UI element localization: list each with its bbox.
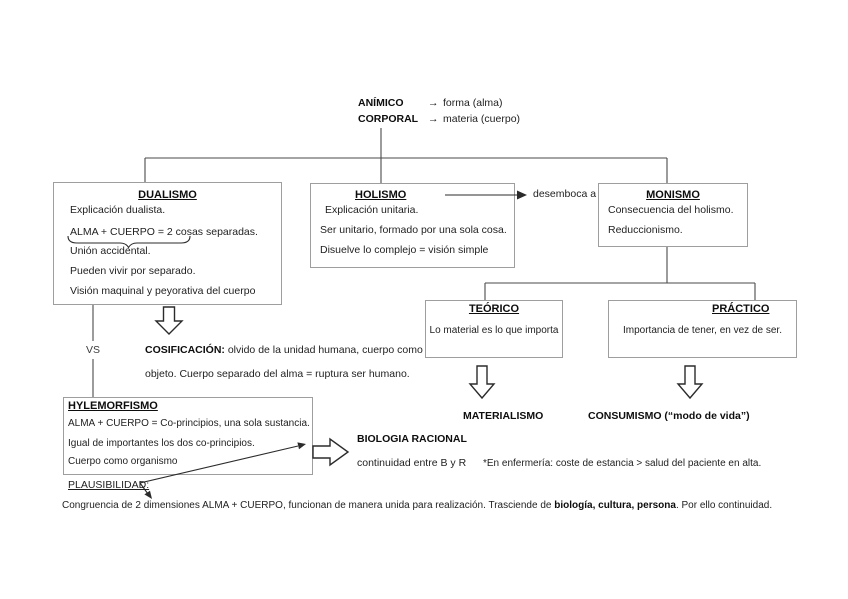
teorico-line: Lo material es lo que importa (429, 325, 559, 336)
animico-value: forma (alma) (443, 97, 503, 109)
dualismo-title: DUALISMO (138, 189, 197, 201)
conclusion-bold-terms: biología, cultura, persona (554, 500, 676, 511)
cosificacion-line: COSIFICACIÓN: olvido de la unidad humana… (145, 344, 423, 356)
hylemorfismo-line: Igual de importantes los dos co-principi… (68, 438, 255, 449)
alma-cuerpo-term: ALMA + CUERPO (70, 226, 155, 238)
consumismo-label: CONSUMISMO (“modo de vida”) (588, 410, 750, 422)
down-block-arrow-dualismo (154, 306, 184, 335)
cosificacion-label: COSIFICACIÓN: (145, 344, 225, 356)
right-block-arrow-biologia (312, 437, 350, 467)
hylemorfismo-title: HYLEMORFISMO (68, 400, 158, 412)
dualismo-line: Explicación dualista. (70, 204, 166, 216)
holismo-line: Disuelve lo complejo = visión simple (320, 244, 489, 256)
down-block-arrow-practico (676, 365, 704, 400)
desemboca-label: desemboca a (533, 188, 597, 200)
dualismo-line: Visión maquinal y peyorativa del cuerpo (70, 285, 256, 297)
enfermeria-note: *En enfermería: coste de estancia > salu… (483, 458, 762, 469)
teorico-title: TEÓRICO (468, 303, 520, 315)
holismo-title: HOLISMO (355, 189, 407, 201)
hylemorfismo-line: Cuerpo como organismo (68, 456, 178, 467)
monismo-line: Reduccionismo. (608, 224, 683, 236)
animico-label: ANÍMICO (358, 97, 404, 109)
dualismo-line: Unión accidental. (70, 245, 151, 257)
corporal-arrow-icon: → (428, 113, 439, 125)
dualismo-line: Pueden vivir por separado. (70, 265, 196, 277)
conclusion-line: Congruencia de 2 dimensiones ALMA + CUER… (62, 500, 773, 511)
animico-arrow-icon: → (428, 97, 439, 109)
monismo-title: MONISMO (646, 189, 700, 201)
cosificacion-line: objeto. Cuerpo separado del alma = ruptu… (145, 368, 410, 380)
corporal-label: CORPORAL (358, 113, 419, 125)
biologia-racional-line: continuidad entre B y R (357, 457, 467, 469)
hylemorfismo-line: ALMA + CUERPO = Co-principios, una sola … (68, 418, 310, 429)
holismo-line: Explicación unitaria. (325, 204, 419, 216)
biologia-racional-title: BIOLOGIA RACIONAL (357, 433, 467, 445)
monismo-line: Consecuencia del holismo. (608, 204, 734, 216)
dualismo-line: ALMA + CUERPO = 2 cosas separadas. (70, 226, 258, 238)
practico-box (608, 300, 797, 358)
down-block-arrow-teorico (468, 365, 496, 400)
materialismo-label: MATERIALISMO (463, 410, 544, 422)
corporal-value: materia (cuerpo) (443, 113, 521, 125)
plausibilidad-label: PLAUSIBILIDAD: (68, 479, 150, 491)
practico-title: PRÁCTICO (712, 303, 770, 315)
holismo-line: Ser unitario, formado por una sola cosa. (320, 224, 507, 236)
teorico-box (425, 300, 563, 358)
practico-line: Importancia de tener, en vez de ser. (623, 325, 782, 336)
vs-label: VS (86, 344, 101, 356)
